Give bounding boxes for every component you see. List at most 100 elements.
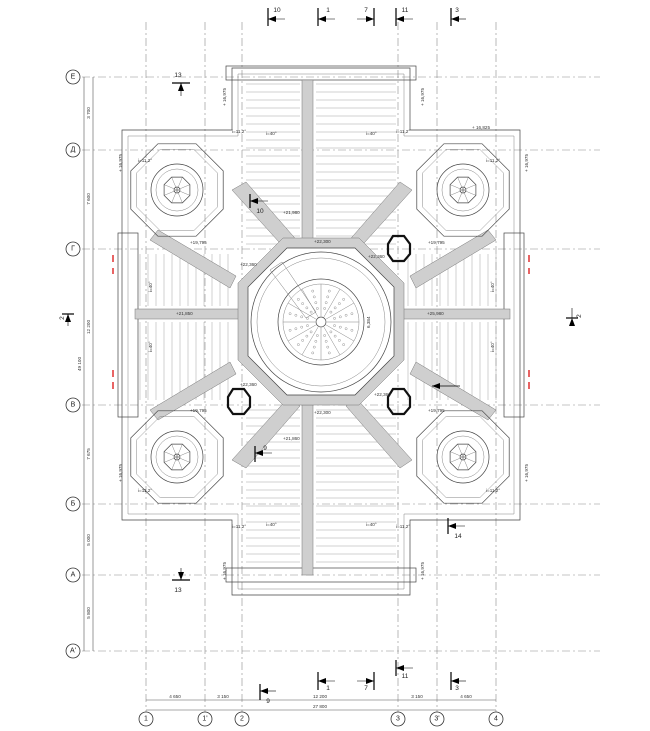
roof-outline (117, 65, 525, 596)
drum-circle (436, 163, 490, 217)
dim-bottom: 3 150 (217, 694, 229, 699)
drain-marks (112, 255, 530, 389)
drum-rib (462, 444, 469, 458)
level-side: + 16,975 (524, 464, 529, 482)
lantern-window (311, 351, 315, 355)
lantern-window (311, 289, 315, 293)
drum-rib (171, 444, 178, 458)
lantern-window (312, 345, 316, 349)
lantern-window (333, 324, 336, 327)
level-drum-se: +19,795 (428, 408, 445, 413)
axis-bubbles: 1 1' 2 3 3' 4 Е Д Г В Б А А' (65, 69, 504, 727)
axis-bubble-col: 3' (429, 711, 445, 727)
level-side: + 16,975 (420, 88, 425, 106)
drum-center (173, 453, 181, 461)
section-top-label: 1 (326, 7, 330, 14)
section-bottom-label: 3 (455, 685, 459, 692)
lantern-window (297, 343, 300, 346)
slope-label: i=40° (490, 281, 495, 292)
level-side: + 16,975 (222, 88, 227, 106)
section-inner-label: 14 (454, 533, 462, 540)
slope-label: i=40° (490, 341, 495, 352)
lantern-window (333, 317, 336, 320)
drum-circle (436, 430, 490, 484)
drum-rib (462, 456, 469, 470)
slope-label: i=40° (148, 281, 153, 292)
lantern-window (306, 324, 309, 327)
svg-text:1: 1 (144, 716, 148, 723)
drum-rib (164, 184, 178, 191)
svg-text:1': 1' (202, 716, 207, 723)
svg-text:Г: Г (71, 246, 75, 253)
level-ridge-right: +25,980 (427, 311, 444, 316)
lantern-window (342, 343, 345, 346)
roof-slopes (139, 83, 497, 563)
level-labels: +22,300 +22,300 +22,360 +22,360 +22,360 … (118, 88, 529, 580)
svg-text:2: 2 (240, 716, 244, 723)
lantern-window (326, 295, 330, 299)
turrets (226, 234, 412, 416)
level-dome-top: +22,300 (314, 239, 331, 244)
ridge-right (399, 308, 511, 320)
drum-rib (176, 189, 190, 196)
drum-circle-inner (441, 168, 485, 212)
drum-rib (176, 456, 183, 470)
valley-ne-2 (409, 229, 497, 289)
drum-center (459, 186, 467, 194)
dim-left: 12 200 (86, 320, 91, 334)
dim-bottom: 4 650 (460, 694, 472, 699)
level-dome-sw: +22,360 (240, 382, 257, 387)
drum-circle (150, 163, 204, 217)
lantern-rib (323, 327, 341, 356)
level-side: + 16,975 (420, 562, 425, 580)
lantern-window (339, 325, 342, 329)
lantern-window (323, 307, 326, 310)
lantern-window (314, 340, 318, 343)
lantern-window (342, 298, 345, 301)
valley-sw-2 (149, 361, 237, 421)
axis-bubble-row: Б (65, 496, 81, 512)
slope-label: i=11,2° (396, 524, 410, 529)
drum-circle-inner (441, 435, 485, 479)
drum-rib (171, 177, 178, 191)
drum-outer (130, 410, 224, 504)
lantern-window (301, 302, 304, 305)
lantern-window (300, 315, 303, 319)
left-arm-edge (117, 232, 139, 418)
level-top-right: + 16,825 (472, 125, 490, 130)
dome-outer-circle (250, 251, 392, 393)
valley-sw-1 (231, 397, 301, 469)
drum-rib (462, 189, 476, 196)
drum-rib (171, 189, 178, 203)
drum-rib (176, 456, 190, 463)
lantern-window (327, 351, 331, 355)
lantern-rib (287, 324, 316, 342)
drum-circle (150, 430, 204, 484)
level-side: + 16,975 (118, 464, 123, 482)
dim-left-total: 49 100 (77, 357, 82, 371)
section-bottom-label: 9 (266, 698, 270, 705)
bottom-arm-edge (225, 567, 417, 583)
svg-text:Е: Е (71, 74, 76, 81)
slope-label: i=11,2° (486, 158, 500, 163)
slope-label: i=11,2° (138, 158, 152, 163)
drum-rib (462, 451, 476, 458)
lantern-window (288, 312, 292, 316)
turret-sw (226, 387, 252, 416)
dome-drum (247, 247, 395, 396)
drum-rib (450, 189, 464, 196)
section-left-label: 13 (174, 72, 182, 79)
lantern-window (294, 313, 298, 317)
section-inner-label: 9 (263, 445, 267, 452)
lantern-window (316, 307, 319, 310)
dim-left: 7 675 (86, 448, 91, 460)
ridge-bands (134, 79, 511, 576)
ridge-top (301, 79, 314, 251)
turret-se (386, 387, 412, 416)
level-dome-nw: +22,360 (240, 262, 257, 267)
dome-stair (269, 261, 317, 319)
lantern-window (326, 345, 330, 349)
drum-rib (457, 177, 464, 191)
lantern-window (288, 328, 292, 332)
